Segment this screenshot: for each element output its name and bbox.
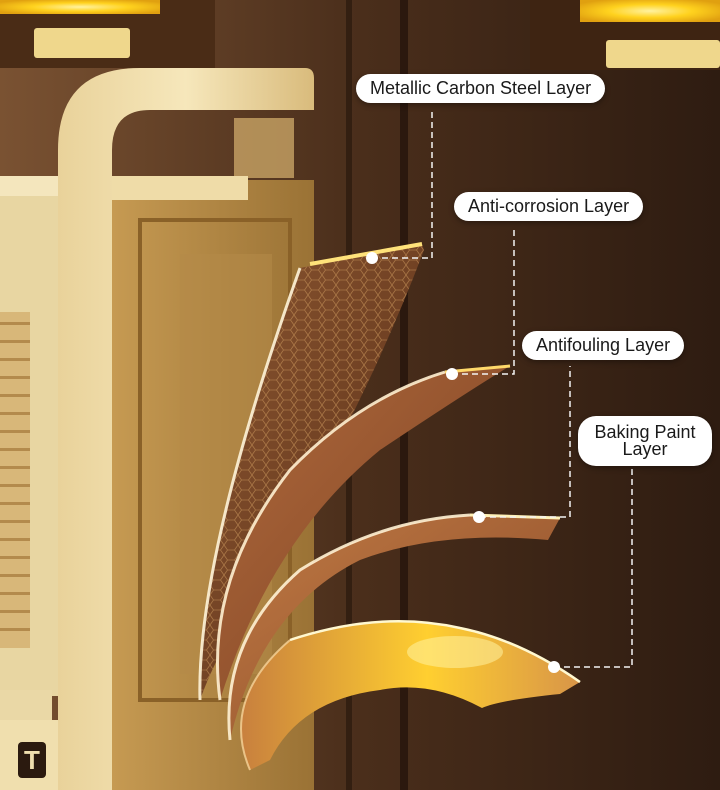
label-text: Anti-corrosion Layer [468,196,630,216]
label-text: Antifouling Layer [536,335,671,355]
top-left-glow-unit [0,0,215,68]
baking-paint-sheet [240,620,581,771]
anchor-dot [548,661,560,673]
label-text: Metallic Carbon Steel Layer [370,78,592,98]
anchor-dot [473,511,485,523]
cabinet [0,68,314,790]
label-baking-paint-layer: Baking Paint Layer [578,416,712,466]
leader-lines [372,108,633,668]
anchor-dot [366,252,378,264]
label-anti-corrosion-layer: Anti-corrosion Layer [454,192,644,221]
label-metallic-carbon-steel-layer: Metallic Carbon Steel Layer [356,74,606,103]
label-text: Baking Paint Layer [594,422,696,459]
label-antifouling-layer: Antifouling Layer [522,331,685,360]
anchor-dot [446,368,458,380]
top-right-glow-unit [530,0,720,70]
anchor-dots [366,252,560,673]
corner-mark-icon: T [18,742,46,778]
